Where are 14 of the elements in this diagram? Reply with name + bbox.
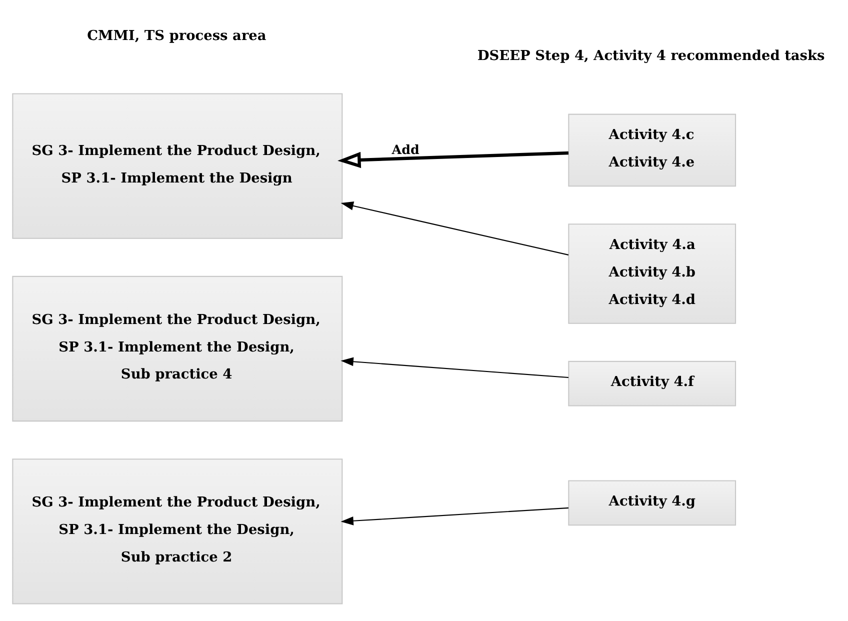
node-box: Activity 4.g — [568, 480, 736, 526]
arrow — [340, 201, 569, 255]
node-box: SG 3- Implement the Product Design, SP 3.1- Implement the Design, Sub practice 4 — [12, 275, 343, 422]
node-box: Activity 4.c Activity 4.e — [568, 113, 736, 186]
arrow — [340, 506, 568, 525]
node-box: Activity 4.f — [568, 360, 736, 406]
node-box: SG 3- Implement the Product Design, SP 3.1- Implement the Design — [12, 92, 343, 238]
arrow — [338, 150, 569, 168]
label: DSEEP Step 4, Activity 4 recommended tasks — [477, 47, 825, 64]
node-box: Activity 4.a Activity 4.b Activity 4.d — [568, 223, 736, 324]
node-box: SG 3- Implement the Product Design, SP 3.1- Implement the Design, Sub practice 2 — [12, 458, 343, 604]
label: CMMI, TS process area — [87, 27, 266, 44]
arrow — [340, 356, 568, 378]
edge-label: Add — [392, 142, 420, 157]
